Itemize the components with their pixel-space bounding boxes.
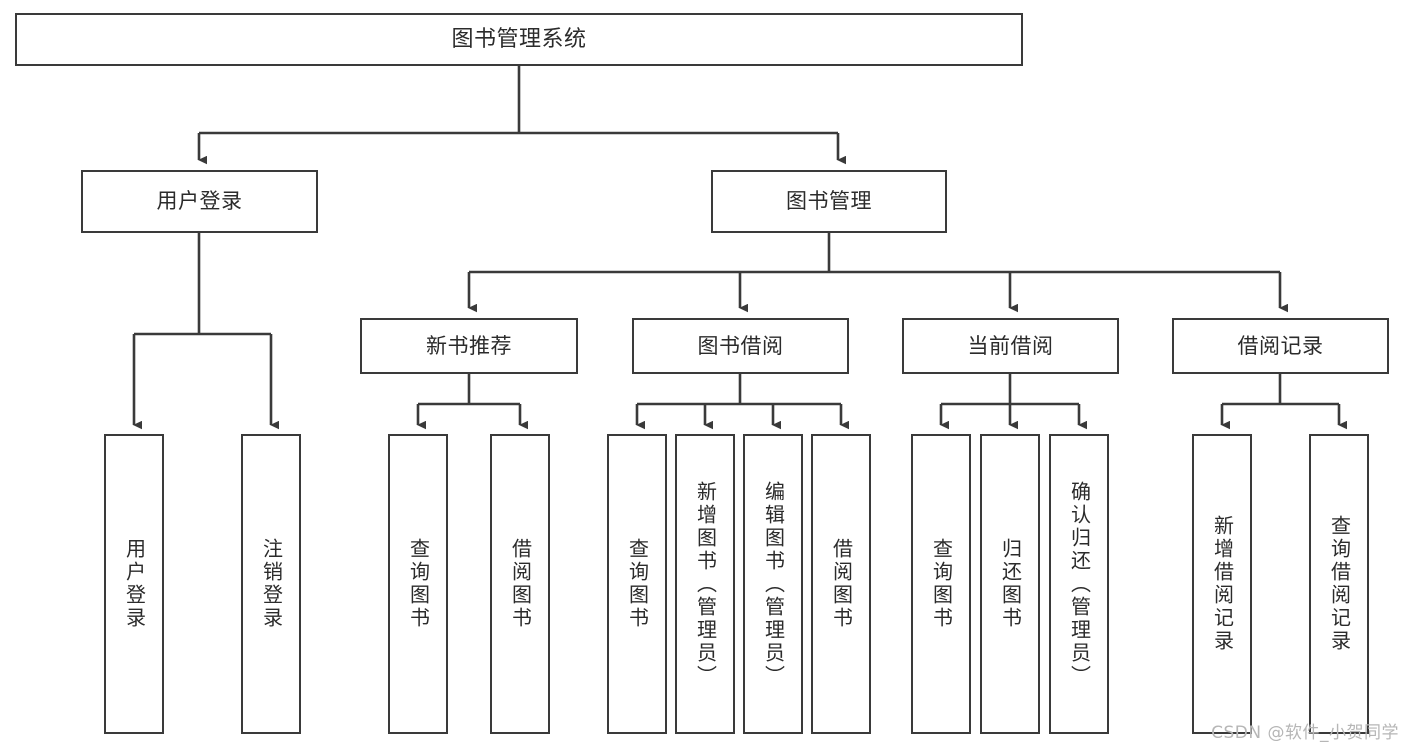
node-new-book-recommend[interactable]: 新书推荐 (360, 318, 578, 374)
leaf-query-book-3-label: 查询图书 (929, 538, 954, 630)
leaf-return-book[interactable]: 归还图书 (980, 434, 1040, 734)
leaf-return-book-label: 归还图书 (998, 538, 1023, 630)
leaf-user-logout-label: 注销登录 (259, 538, 284, 630)
leaf-edit-book-label: 编辑图书（管理员） (761, 480, 786, 688)
leaf-add-book[interactable]: 新增图书（管理员） (675, 434, 735, 734)
leaf-query-book-2-label: 查询图书 (625, 538, 650, 630)
node-borrow-record[interactable]: 借阅记录 (1172, 318, 1389, 374)
leaf-borrow-book-2-label: 借阅图书 (829, 538, 854, 630)
leaf-query-borrow-record-label: 查询借阅记录 (1327, 515, 1352, 653)
leaf-query-borrow-record[interactable]: 查询借阅记录 (1309, 434, 1369, 734)
leaf-edit-book[interactable]: 编辑图书（管理员） (743, 434, 803, 734)
leaf-query-book-2[interactable]: 查询图书 (607, 434, 667, 734)
leaf-add-borrow-record[interactable]: 新增借阅记录 (1192, 434, 1252, 734)
leaf-user-logout[interactable]: 注销登录 (241, 434, 301, 734)
node-user-login[interactable]: 用户登录 (81, 170, 318, 233)
leaf-confirm-return-label: 确认归还（管理员） (1067, 480, 1092, 688)
leaf-add-book-label: 新增图书（管理员） (693, 480, 718, 688)
leaf-borrow-book-1[interactable]: 借阅图书 (490, 434, 550, 734)
node-root-book-management-system[interactable]: 图书管理系统 (15, 13, 1023, 66)
leaf-query-book-1[interactable]: 查询图书 (388, 434, 448, 734)
leaf-add-borrow-record-label: 新增借阅记录 (1210, 515, 1235, 653)
leaf-query-book-1-label: 查询图书 (406, 538, 431, 630)
node-current-borrow[interactable]: 当前借阅 (902, 318, 1119, 374)
leaf-query-book-3[interactable]: 查询图书 (911, 434, 971, 734)
leaf-borrow-book-2[interactable]: 借阅图书 (811, 434, 871, 734)
node-book-management[interactable]: 图书管理 (711, 170, 947, 233)
node-book-borrow[interactable]: 图书借阅 (632, 318, 849, 374)
watermark-text: CSDN @软件_小贺同学 (1211, 723, 1399, 743)
leaf-user-login[interactable]: 用户登录 (104, 434, 164, 734)
leaf-borrow-book-1-label: 借阅图书 (508, 538, 533, 630)
leaf-confirm-return[interactable]: 确认归还（管理员） (1049, 434, 1109, 734)
leaf-user-login-label: 用户登录 (122, 538, 147, 630)
